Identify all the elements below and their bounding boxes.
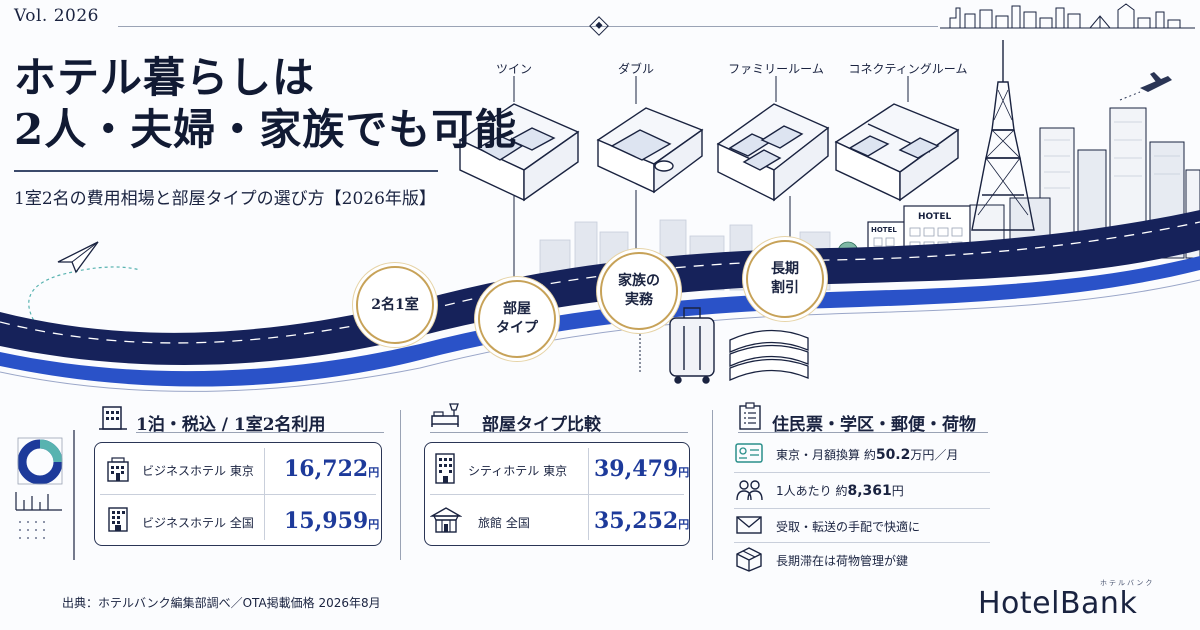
room-row-label: シティホテル 東京 bbox=[468, 464, 568, 478]
skyline-top-icon bbox=[940, 3, 1195, 29]
people-icon bbox=[734, 478, 764, 506]
price-row-value: 16,722円 bbox=[284, 456, 380, 482]
bed-lamp-icon bbox=[430, 400, 464, 432]
price-section-rule bbox=[136, 432, 384, 433]
bar-chart-icon bbox=[15, 492, 62, 511]
price-section-heading: 1泊・税込 / 1室2名利用 bbox=[136, 415, 326, 435]
monthly-cost-note: 東京・月額換算 約50.2万円／月 bbox=[776, 447, 959, 463]
mail-forward-note: 受取・転送の手配で快適に bbox=[776, 520, 921, 534]
room-row-value: 39,479円 bbox=[594, 456, 690, 482]
price-row-value: 15,959円 bbox=[284, 508, 380, 534]
price-row-label: ビジネスホテル 東京 bbox=[142, 464, 254, 478]
milestone-family-tasks: 家族の 実務 bbox=[600, 252, 678, 330]
source-note: 出典：ホテルバンク編集部調べ／OTA掲載価格 2026年8月 bbox=[62, 596, 381, 610]
mail-icon bbox=[734, 514, 764, 540]
room-illustrations bbox=[458, 103, 960, 202]
milestone-two-per-room: 2名1室 bbox=[356, 266, 434, 344]
building-icon bbox=[98, 404, 128, 434]
life-section-rule bbox=[738, 432, 988, 433]
title-underline bbox=[14, 170, 438, 172]
hotelbank-logo: HotelBank bbox=[978, 586, 1138, 621]
top-rule bbox=[118, 26, 938, 27]
room-row-label: 旅館 全国 bbox=[478, 516, 530, 530]
checklist-icon bbox=[738, 402, 762, 434]
milestone-long-stay-discount: 長期 割引 bbox=[746, 240, 824, 318]
luggage-note: 長期滞在は荷物管理が鍵 bbox=[776, 554, 909, 568]
airplane-icon bbox=[1119, 72, 1172, 101]
price-row-label: ビジネスホテル 全国 bbox=[142, 516, 254, 530]
milestone-room-type: 部屋 タイプ bbox=[478, 280, 556, 358]
logo-kana: ホテルバンク bbox=[1100, 579, 1155, 587]
per-person-note: 1人あたり 約8,361円 bbox=[776, 483, 904, 499]
city-hotel-icon bbox=[432, 452, 458, 488]
room-label-connecting: コネクティングルーム bbox=[848, 62, 968, 76]
hotel-sign-large: HOTEL bbox=[918, 212, 952, 222]
room-label-family: ファミリールーム bbox=[728, 62, 824, 76]
ryokan-icon bbox=[429, 506, 463, 538]
life-section-heading: 住民票・学区・郵便・荷物 bbox=[772, 415, 976, 435]
room-row-value: 35,252円 bbox=[594, 508, 690, 534]
title-line-2: 2人・夫婦・家族でも可能 bbox=[14, 105, 518, 154]
package-icon bbox=[734, 546, 764, 576]
hotel-sign-small: HOTEL bbox=[871, 226, 897, 234]
room-section-rule bbox=[430, 432, 688, 433]
donut-chart-icon bbox=[17, 437, 63, 485]
room-label-double: ダブル bbox=[617, 62, 654, 76]
suitcase-icon bbox=[669, 307, 715, 384]
page-title: ホテル暮らしは 2人・夫婦・家族でも可能 bbox=[14, 52, 517, 156]
hotel-building-icon bbox=[104, 456, 132, 486]
room-section-heading: 部屋タイプ比較 bbox=[482, 415, 601, 435]
page-subtitle: 1室2名の費用相場と部屋タイプの選び方【2026年版】 bbox=[14, 189, 436, 209]
volume-label: Vol. 2026 bbox=[14, 6, 99, 26]
tokyo-tower-icon bbox=[971, 40, 1035, 231]
towels-icon bbox=[729, 329, 809, 382]
title-line-1: ホテル暮らしは bbox=[14, 53, 316, 102]
hotel-building-icon bbox=[104, 506, 132, 536]
room-label-twin: ツイン bbox=[495, 62, 532, 76]
paper-plane-icon bbox=[57, 241, 99, 274]
id-card-icon bbox=[734, 442, 764, 468]
